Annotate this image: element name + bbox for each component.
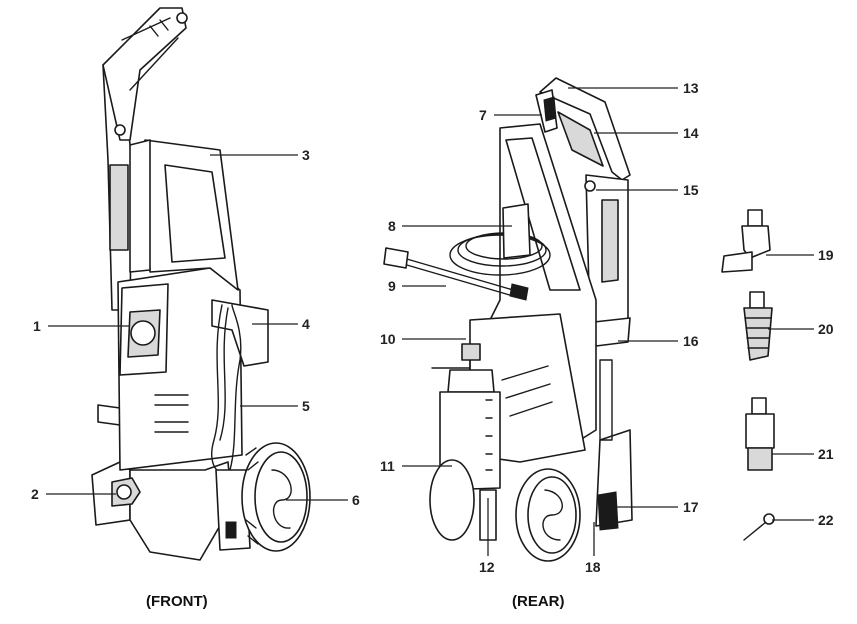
nozzle-20-illustration — [743, 291, 773, 361]
nozzle-19-illustration — [721, 209, 771, 273]
callout-6: 6 — [352, 492, 360, 508]
callout-4: 4 — [302, 316, 310, 332]
callout-18: 18 — [585, 559, 601, 575]
callout-5: 5 — [302, 398, 310, 414]
front-caption: (FRONT) — [146, 593, 208, 610]
nozzle-21-illustration — [745, 397, 775, 471]
rear-view-illustration — [383, 77, 633, 562]
callout-21: 21 — [818, 446, 834, 462]
callout-11: 11 — [380, 458, 395, 474]
callout-19: 19 — [818, 247, 834, 263]
callout-9: 9 — [388, 278, 396, 294]
front-view-illustration — [91, 7, 311, 561]
callout-3: 3 — [302, 147, 310, 163]
callout-10: 10 — [380, 331, 396, 347]
rear-caption: (REAR) — [512, 593, 565, 610]
callout-16: 16 — [683, 333, 699, 349]
callout-15: 15 — [683, 182, 699, 198]
callout-22: 22 — [818, 512, 834, 528]
callout-7: 7 — [479, 107, 487, 123]
callout-20: 20 — [818, 321, 834, 337]
cleaning-needle-22-illustration — [743, 513, 775, 541]
leader-lines — [46, 87, 814, 556]
callout-17: 17 — [683, 499, 699, 515]
callout-13: 13 — [683, 80, 699, 96]
callout-8: 8 — [388, 218, 396, 234]
callout-14: 14 — [683, 125, 699, 141]
callout-12: 12 — [479, 559, 495, 575]
callout-numbers: 1 2 3 4 5 6 7 8 9 10 11 12 13 14 15 16 1… — [31, 80, 834, 575]
callout-1: 1 — [33, 318, 41, 334]
callout-2: 2 — [31, 486, 39, 502]
